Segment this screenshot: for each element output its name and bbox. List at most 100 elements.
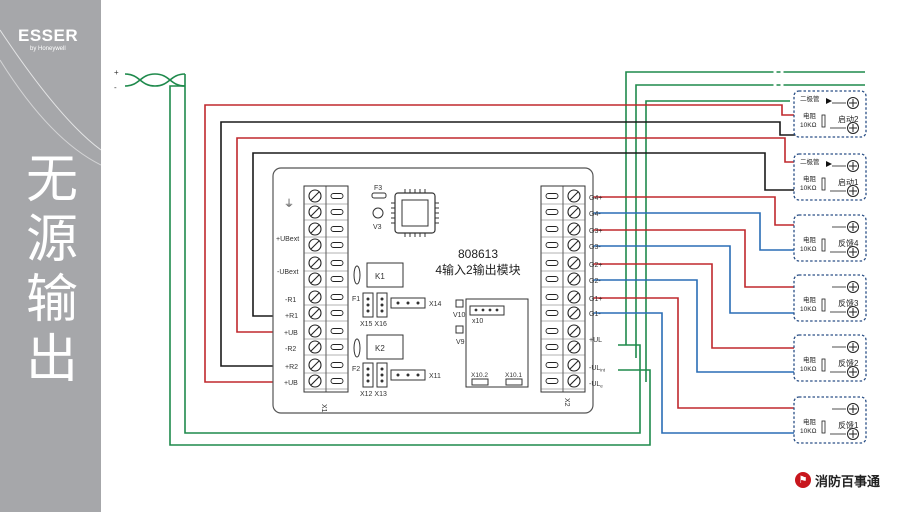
device-terminal-icon [847,246,859,258]
resistor-label: 电阻 [803,111,817,120]
label-x10-2: X10.2 [471,372,488,379]
wire-red-g2 [585,263,800,349]
resistor-icon [821,238,826,252]
resistor-value: 10KΩ [800,185,817,192]
fire-logo-icon: ⚑ [795,472,811,488]
sidebar-decor-curves [0,29,101,166]
terminal-screw [541,374,585,390]
terminal-label-ulint: -ULint [589,365,606,373]
terminal-screw [541,340,585,356]
page-title: 无 源 输 出 [12,150,92,390]
terminal-screw [304,256,348,272]
label-v3: V3 [373,224,382,231]
resistor-label: 电阻 [803,235,817,244]
terminal-screw [541,205,585,221]
resistor-value: 10KΩ [800,306,817,313]
device-label: 启动2 [838,114,859,124]
wire-black-r1 [252,152,800,317]
terminal-screw [304,272,348,288]
resistor-icon [821,298,826,312]
terminal-screw [304,324,348,340]
device-terminal-icon [847,281,859,293]
sidebar-panel: ESSER by Honeywell 无 源 输 出 [0,0,101,512]
device-label: 反馈2 [838,358,859,368]
terminal-label: G1+ [589,296,602,303]
terminal-label: -UBext [277,269,298,276]
wire-green-ub2 [169,85,651,446]
label-x11: X11 [429,373,441,380]
resistor-label: 电阻 [803,355,817,364]
terminal-label: +UBext [276,236,299,243]
device-terminal-icon [847,306,859,318]
resistor-label: 电阻 [803,174,817,183]
label-k1: K1 [375,272,385,281]
resistor-label: 电阻 [803,295,817,304]
terminal-screw [541,256,585,272]
label-x10: x10 [472,318,483,325]
terminal-label: G1- [589,311,601,318]
label-x14: X14 [429,301,442,308]
footer-logo: ⚑ 消防百事通 [795,470,880,490]
device-5: 电阻 10KΩ 反馈2 [793,334,867,382]
module-808613: 808613 4输入2输出模块 F3 V3 K1 K2 F1 [272,167,606,414]
wire-blue-g3 [585,245,800,314]
resistor-value: 10KΩ [800,366,817,373]
wire-blue-g4 [585,212,800,251]
terminal-screw [541,222,585,238]
label-f1: F1 [352,296,360,303]
wire-red-g4 [585,196,800,226]
terminal-label: +UL [589,337,602,344]
label-v9: V9 [456,339,465,346]
label-v10: V10 [453,312,466,319]
device-terminal-icon [847,122,859,134]
device-label: 反馈4 [838,238,859,248]
device-terminal-icon [847,403,859,415]
resistor-icon [821,177,826,191]
wire-green-top [625,71,865,345]
wire-green-top2 [635,84,865,358]
terminal-label: -R1 [285,297,296,304]
device-terminal-icon [847,366,859,378]
device-terminal-icon [847,185,859,197]
resistor-icon [821,420,826,434]
terminal-screw [304,238,348,254]
terminal-screw [304,290,348,306]
relay-k1 [366,262,404,288]
terminal-screw [304,189,348,205]
brand-logo: ESSER [18,26,79,45]
terminal-label: G3+ [589,228,602,235]
brand-sub: by Honeywell [30,46,66,52]
diode-label: 二极管 [800,157,820,166]
terminal-block-x1: X1 ⏚ +UBext -UBext -R1 +R1 +UB -R2 +R2 +… [276,185,349,413]
terminal-label: -R2 [285,346,296,353]
label-x1: X1 [320,404,327,413]
resistor-icon [821,358,826,372]
terminal-label: G2- [589,278,601,285]
terminal-screw [541,290,585,306]
resistor-value: 10KΩ [800,122,817,129]
label-x2: X2 [563,398,570,407]
terminal-screw [541,189,585,205]
device-terminal-icon [847,341,859,353]
wire-black-r2 [220,121,800,367]
resistor-label: 电阻 [803,417,817,426]
fuse-f3 [371,192,387,199]
label-f2: F2 [352,366,360,373]
relay-k2 [366,334,404,360]
terminal-screw [304,374,348,390]
label-k2: K2 [375,344,385,353]
terminal-label: G2+ [589,262,602,269]
module-model: 808613 [458,247,498,261]
resistor-value: 10KΩ [800,428,817,435]
wire-blue-g2 [585,279,800,373]
title-char: 无 [25,150,78,210]
terminal-screw [541,358,585,374]
resistor-icon [821,114,826,128]
wire-red-ub2 [236,137,800,333]
terminal-label: ⏚ [284,198,294,210]
title-char: 源 [25,210,78,270]
